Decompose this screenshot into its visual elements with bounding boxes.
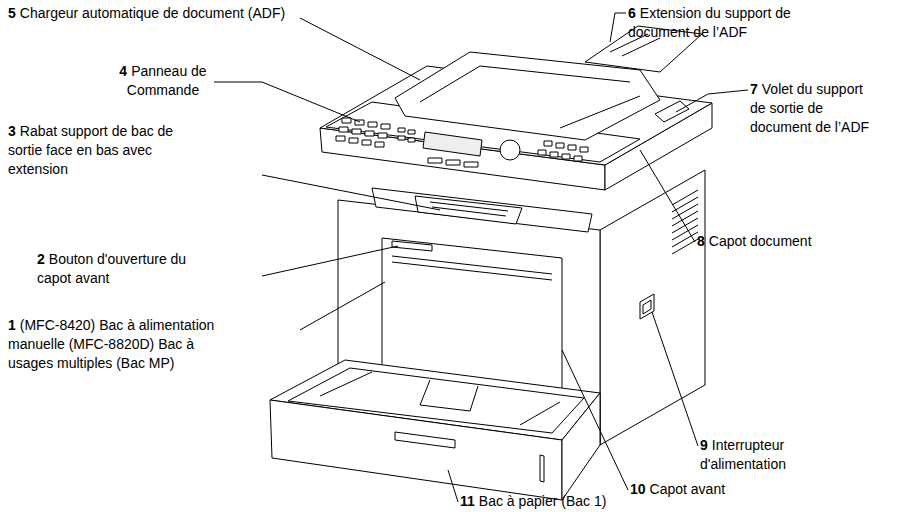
paper-gauge <box>540 455 544 482</box>
leader-line <box>300 282 385 330</box>
output-recess <box>372 188 592 232</box>
callout-label: 2Bouton d'ouverture du capot avant <box>37 250 215 288</box>
callout-number: 8 <box>697 233 705 249</box>
adf-output-flap <box>655 101 689 122</box>
panel-buttons <box>398 128 478 167</box>
tray-handle <box>395 432 455 448</box>
callout-number: 9 <box>700 437 708 453</box>
leader-line <box>562 350 628 490</box>
part-name: Bac à papier (Bac 1) <box>479 493 607 509</box>
keypad <box>336 118 390 147</box>
callout-number: 7 <box>750 81 758 97</box>
callout-label: 11Bac à papier (Bac 1) <box>460 492 606 511</box>
leader-line <box>652 312 698 446</box>
part-name: Chargeur automatique de document (ADF) <box>20 5 285 21</box>
callout-label: 9Interrupteur d'alimentation <box>700 436 818 474</box>
leader-line <box>300 18 420 80</box>
part-name: Panneau de Commande <box>127 63 207 98</box>
callout-label: 5Chargeur automatique de document (ADF) <box>8 4 285 23</box>
callout-number: 10 <box>630 481 646 497</box>
callout-label: 1(MFC-8420) Bac à alimentation manuelle … <box>8 316 230 373</box>
mp-tray-line <box>392 256 552 280</box>
function-keys <box>538 141 588 161</box>
navigation-key <box>500 140 520 160</box>
part-name: Rabat support de bac de sortie face en b… <box>8 123 173 177</box>
callout-label: 7Volet du support de sortie de document … <box>750 80 875 137</box>
callout-number: 11 <box>460 493 475 509</box>
callout-number: 6 <box>628 5 636 21</box>
adf <box>395 52 660 140</box>
leader-line <box>214 82 360 122</box>
output-flap <box>415 196 522 224</box>
part-name: Extension du support de document de l’AD… <box>628 5 791 40</box>
leader-line <box>262 246 398 276</box>
callout-number: 2 <box>37 251 45 267</box>
callout-number: 5 <box>8 5 16 21</box>
callout-label: 4Panneau de Commande <box>108 62 218 100</box>
part-name: Volet du support de sortie de document d… <box>750 81 869 135</box>
callout-label: 6Extension du support de document de l’A… <box>628 4 818 42</box>
part-name: (MFC-8420) Bac à alimentation manuelle (… <box>8 317 214 371</box>
callout-number: 1 <box>8 317 16 333</box>
callout-label: 10Capot avant <box>630 480 725 499</box>
side-vents <box>672 190 698 254</box>
leader-line <box>640 150 695 242</box>
power-switch <box>640 294 654 319</box>
part-name: Capot avant <box>650 481 726 497</box>
part-name: Capot document <box>709 233 812 249</box>
leader-line <box>610 13 626 42</box>
body-side <box>600 170 705 445</box>
callout-label: 8Capot document <box>697 232 812 251</box>
callout-label: 3Rabat support de bac de sortie face en … <box>8 122 198 179</box>
tray-front <box>270 400 562 500</box>
lcd-display <box>423 132 482 156</box>
part-name: Interrupteur d'alimentation <box>700 437 786 472</box>
part-name: Bouton d'ouverture du capot avant <box>37 251 186 286</box>
adf-detail <box>420 66 640 128</box>
tray-side <box>562 393 600 500</box>
leader-line <box>448 470 458 502</box>
callout-number: 4 <box>119 63 127 79</box>
leader-line <box>676 90 748 112</box>
callout-number: 3 <box>8 123 16 139</box>
leader-line <box>262 175 440 210</box>
